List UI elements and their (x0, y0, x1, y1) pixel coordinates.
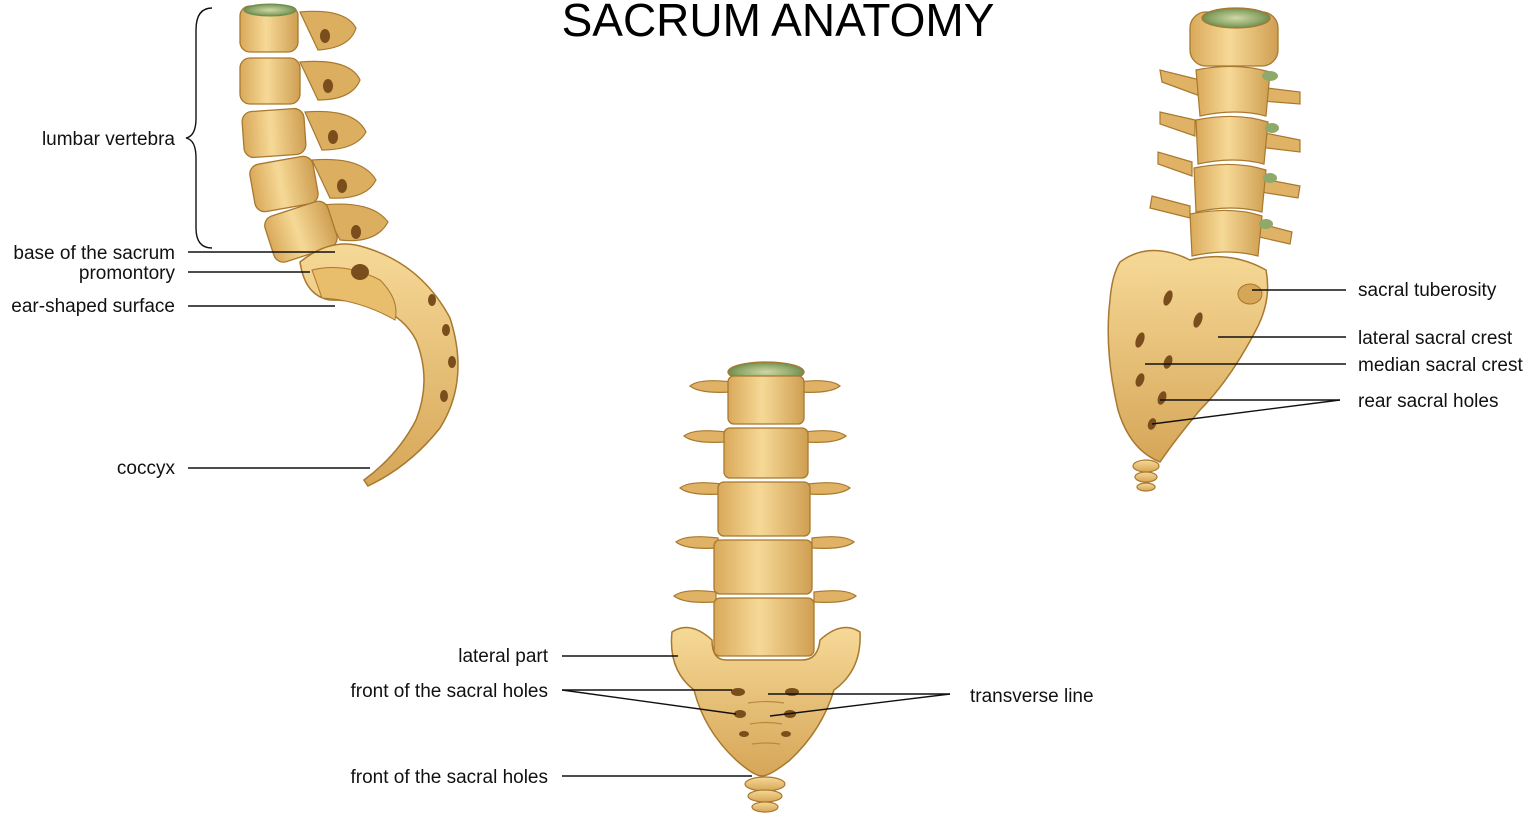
label-base-of-sacrum: base of the sacrum (13, 243, 175, 264)
label-front-sacral-holes-2: front of the sacral holes (351, 767, 549, 788)
label-lateral-sacral-crest: lateral sacral crest (1358, 328, 1513, 349)
label-coccyx: coccyx (117, 458, 176, 479)
label-transverse-line: transverse line (970, 686, 1094, 707)
label-median-sacral-crest: median sacral crest (1358, 355, 1523, 376)
label-promontory: promontory (79, 263, 176, 284)
leader-front-sacral-holes-lower (561, 689, 737, 715)
label-sacral-tuberosity: sacral tuberosity (1358, 280, 1497, 301)
leader-rear-sacral-holes-lower (1151, 399, 1341, 425)
page-title: SACRUM ANATOMY (562, 0, 995, 46)
rear-view-illustration (1107, 7, 1301, 492)
front-view-illustration (670, 361, 861, 813)
label-front-sacral-holes-1: front of the sacral holes (351, 681, 549, 702)
leader-transverse-line-lower (769, 693, 951, 717)
side-view-illustration (239, 3, 459, 487)
label-lateral-part: lateral part (458, 646, 548, 667)
lumbar-brace (185, 7, 213, 249)
label-lumbar-vertebra: lumbar vertebra (42, 129, 175, 150)
label-ear-shaped-surface: ear-shaped surface (11, 296, 175, 317)
label-rear-sacral-holes: rear sacral holes (1358, 391, 1498, 412)
